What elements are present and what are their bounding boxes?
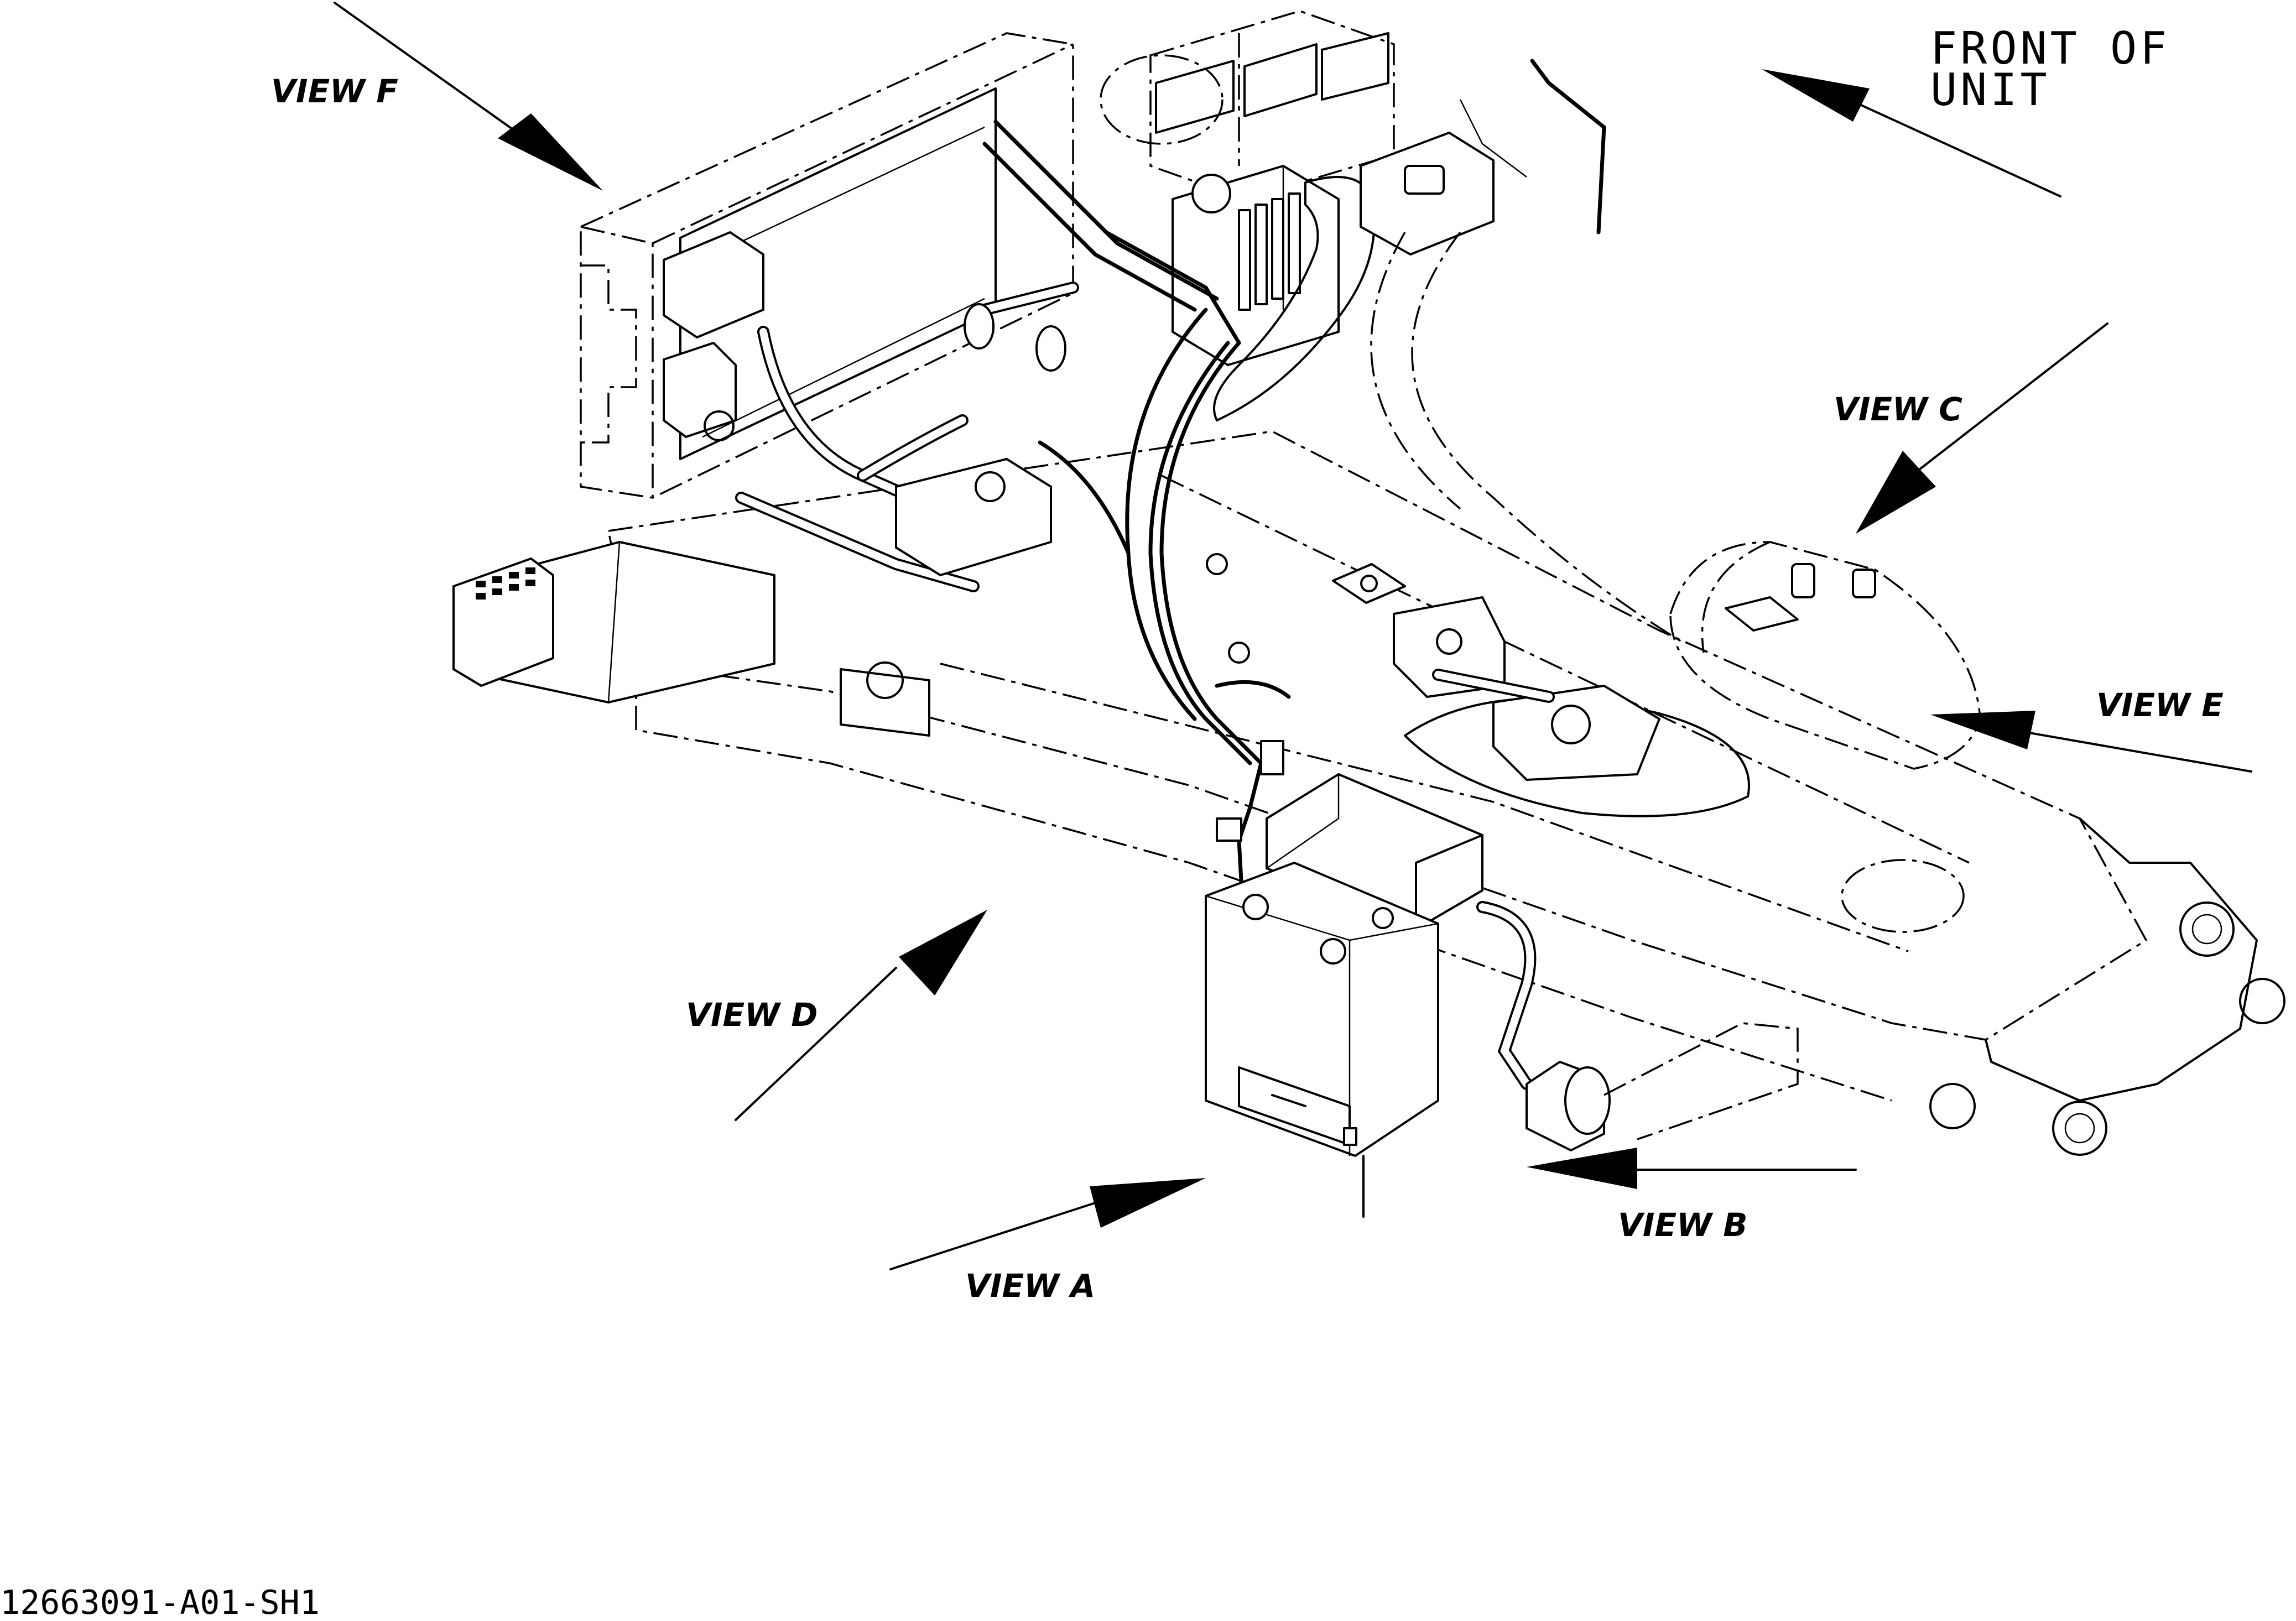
front-of-unit-label-line2: UNIT (1930, 64, 2050, 116)
view-a-label: VIEW A (965, 1267, 1095, 1305)
view-d-label: VIEW D (686, 996, 818, 1034)
view-e-label: VIEW E (2096, 686, 2224, 724)
hydraulic-tank (1669, 541, 1981, 770)
wiring-harness (982, 119, 1291, 942)
battery-box (1205, 773, 1799, 1218)
view-c-label: VIEW C (1834, 390, 1962, 428)
front-of-unit-label-line1: FRONT OF (1930, 23, 2170, 74)
view-f-label: VIEW F (271, 72, 398, 110)
drawing-id: 12663091-A01-SH1 (0, 1583, 320, 1621)
rear-section (452, 32, 1079, 737)
engine-compartment (1100, 10, 1682, 643)
grill-pattern (476, 567, 535, 600)
view-b-label: VIEW B (1618, 1206, 1747, 1244)
main-frame (607, 430, 2285, 1156)
view-arrows (334, 2, 2252, 1270)
frame-components (1332, 563, 1660, 781)
